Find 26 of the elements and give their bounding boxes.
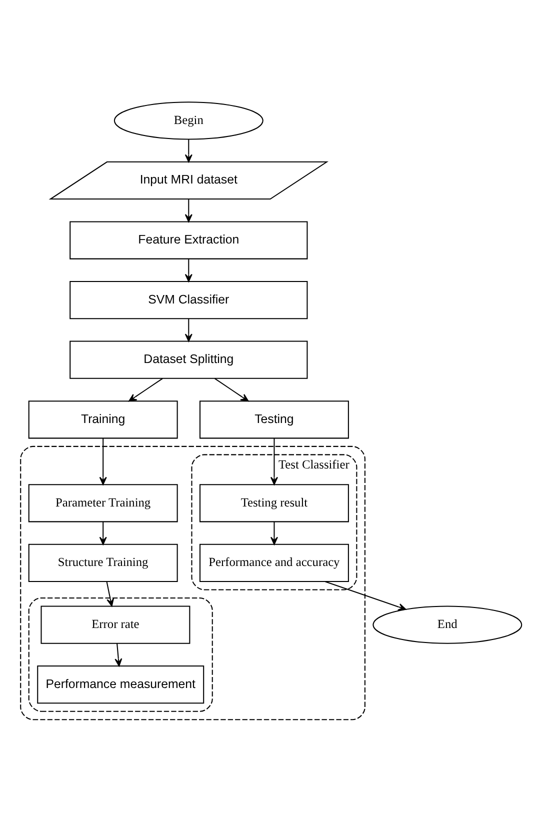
arrow bbox=[270, 438, 278, 485]
arrow bbox=[184, 318, 192, 342]
node-box: Dataset Splitting bbox=[70, 340, 308, 379]
arrow bbox=[214, 378, 249, 402]
node-ellipse: End bbox=[372, 606, 522, 644]
cluster bbox=[20, 446, 366, 720]
arrow bbox=[106, 581, 114, 607]
node-box: Testing bbox=[199, 400, 349, 439]
arrow bbox=[114, 643, 122, 667]
arrow bbox=[184, 199, 192, 222]
arrow bbox=[184, 139, 192, 162]
node-box: Feature Extraction bbox=[70, 221, 308, 260]
node-box: Error rate bbox=[40, 606, 190, 644]
arrow bbox=[99, 522, 107, 545]
arrow bbox=[184, 258, 192, 282]
node-box: Testing result bbox=[199, 484, 349, 522]
node-box: Performance and accuracy bbox=[199, 544, 349, 582]
node-box: SVM Classifier bbox=[70, 280, 308, 320]
arrow bbox=[128, 378, 163, 402]
arrow bbox=[99, 438, 107, 485]
node-ellipse: Begin bbox=[114, 102, 264, 140]
node-box: Training bbox=[28, 400, 178, 439]
arrow bbox=[270, 522, 278, 545]
node-box: Structure Training bbox=[28, 544, 178, 582]
node-box: Performance measurement bbox=[37, 666, 204, 704]
node-box: Parameter Training bbox=[28, 484, 178, 522]
